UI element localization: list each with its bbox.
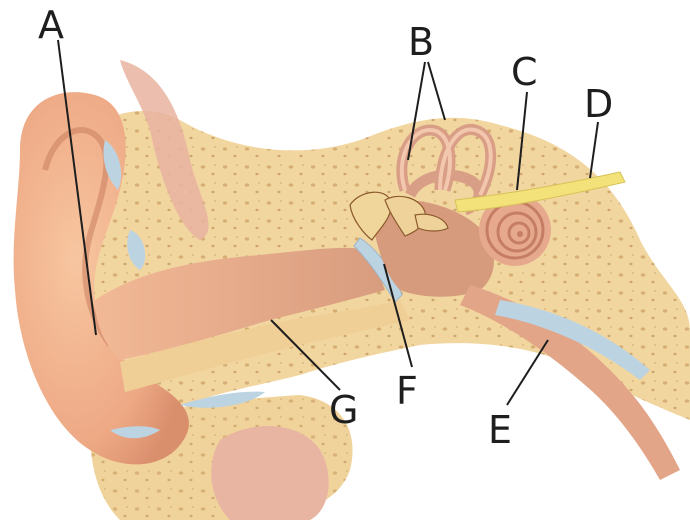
- label-d: D: [584, 82, 613, 126]
- ossicles: [349, 191, 449, 241]
- cartilage-pocket: [103, 140, 122, 190]
- malleus: [349, 191, 392, 241]
- label-c: C: [511, 50, 538, 94]
- canal-arc-inner: [438, 127, 493, 196]
- leader-lines: [57, 39, 599, 406]
- semicircular-canals-inner: [399, 127, 493, 196]
- eustachian-tube-lining: [495, 300, 650, 380]
- leader-line-g: [270, 319, 341, 391]
- cartilage-pocket: [180, 391, 265, 408]
- stapes: [414, 213, 449, 232]
- eustachian-tube: [460, 285, 680, 480]
- auditory-nerve: [454, 171, 626, 213]
- label-b: B: [408, 20, 434, 64]
- canal-arc-inner: [399, 127, 452, 191]
- leader-line-d: [589, 121, 599, 179]
- leader-line-b-right: [427, 61, 446, 121]
- label-a: A: [38, 3, 64, 47]
- ear-canal-lower-wall: [120, 300, 410, 392]
- leader-line-c: [516, 91, 528, 191]
- cartilage-pocket: [127, 230, 146, 270]
- leader-line-b-left: [407, 61, 426, 161]
- lower-tissue: [211, 426, 329, 520]
- cartilage-pocket: [110, 426, 160, 439]
- leader-line-f: [383, 263, 413, 368]
- pinna-fold: [42, 127, 113, 347]
- ear-canal: [95, 247, 385, 360]
- label-f: F: [396, 369, 418, 413]
- upper-tissue: [120, 60, 209, 240]
- label-e: E: [488, 408, 512, 452]
- leader-line-e: [506, 339, 549, 406]
- leader-line-a: [57, 39, 97, 336]
- pinna: [13, 92, 189, 465]
- label-g: G: [329, 388, 358, 432]
